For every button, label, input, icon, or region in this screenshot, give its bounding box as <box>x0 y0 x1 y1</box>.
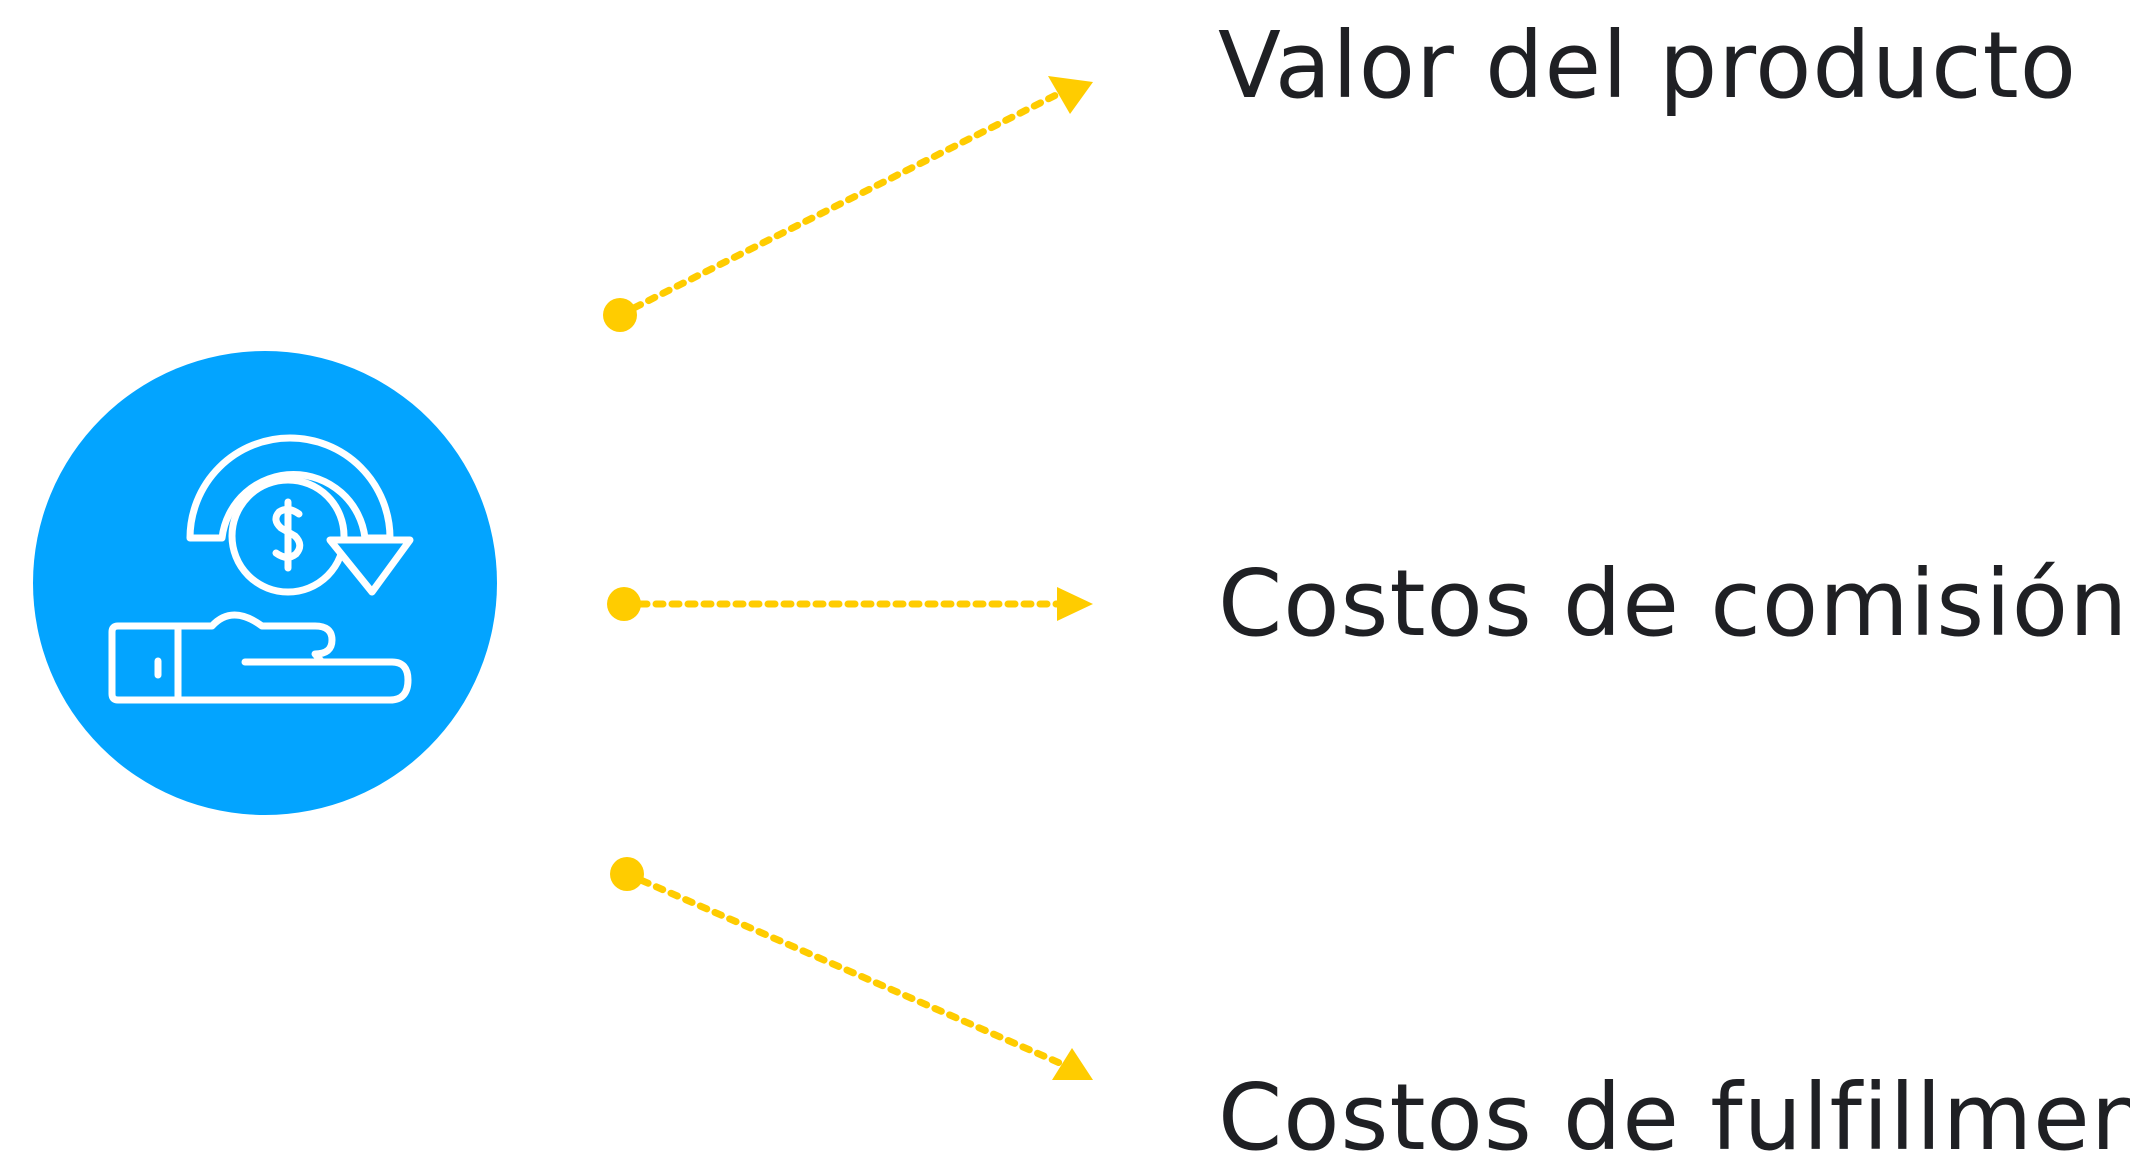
arrow-head <box>1057 587 1093 621</box>
center-node <box>33 351 497 815</box>
arrow-start-dot <box>610 857 644 891</box>
center-circle <box>33 351 497 815</box>
arrow-start-dot <box>607 587 641 621</box>
item-label-costos-de-fulfillment: Costos de fulfillment <box>1218 1064 2130 1171</box>
arrow-to-item-2 <box>607 587 1093 621</box>
arrows <box>603 76 1093 1080</box>
arrow-start-dot <box>603 298 637 332</box>
arrow-head <box>1048 76 1093 114</box>
arrow-head <box>1052 1048 1093 1080</box>
hand-money-return-icon <box>108 434 414 704</box>
item-label-costos-de-comision: Costos de comisión <box>1218 550 2129 657</box>
arrow-to-item-1 <box>603 76 1093 332</box>
arrow-to-item-3 <box>610 857 1093 1080</box>
item-label-valor-del-producto: Valor del producto <box>1218 12 2078 119</box>
